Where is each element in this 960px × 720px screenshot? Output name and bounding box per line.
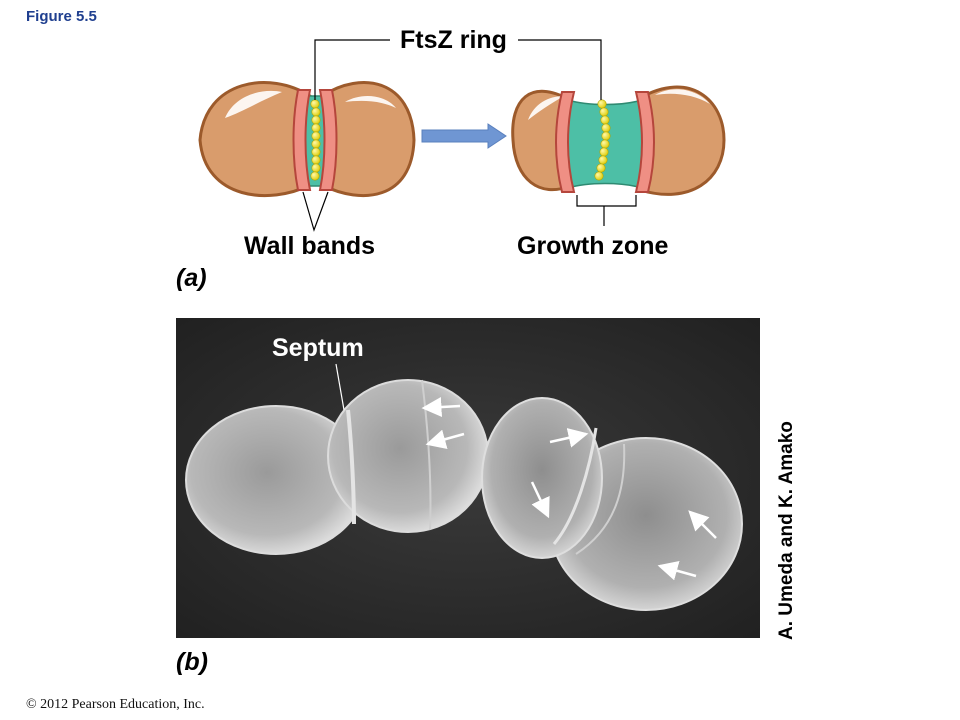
wall-band-right-late (634, 91, 655, 193)
panel-a-label: (a) (176, 264, 207, 292)
dividing-cell-late (511, 85, 726, 196)
wall-bands-label: Wall bands (244, 232, 376, 260)
copyright-notice: © 2012 Pearson Education, Inc. (26, 697, 205, 712)
septum-leader (335, 363, 345, 411)
growth-arrows (421, 397, 717, 581)
transition-arrow (421, 123, 507, 149)
image-credit: A. Umeda and K. Amako (776, 421, 797, 640)
dividing-cell-early (198, 81, 416, 197)
growth-zone-label: Growth zone (517, 232, 669, 260)
wall-band-left (292, 89, 312, 191)
septum-left (346, 409, 356, 525)
leader-lines (302, 39, 637, 232)
panel-b-label: (b) (176, 648, 208, 676)
wall-band-right (318, 89, 338, 191)
ftsz-ring-beads-late (594, 99, 611, 181)
ftsz-ring-label: FtsZ ring (400, 26, 507, 54)
cell-division-diagram (198, 39, 726, 232)
wall-band-left-late (555, 91, 576, 193)
septum-label: Septum (272, 334, 364, 362)
figure-label: Figure 5.5 (26, 8, 97, 25)
left-cell-pair (185, 379, 489, 555)
electron-micrograph (176, 318, 760, 638)
ftsz-ring-beads (310, 99, 321, 181)
